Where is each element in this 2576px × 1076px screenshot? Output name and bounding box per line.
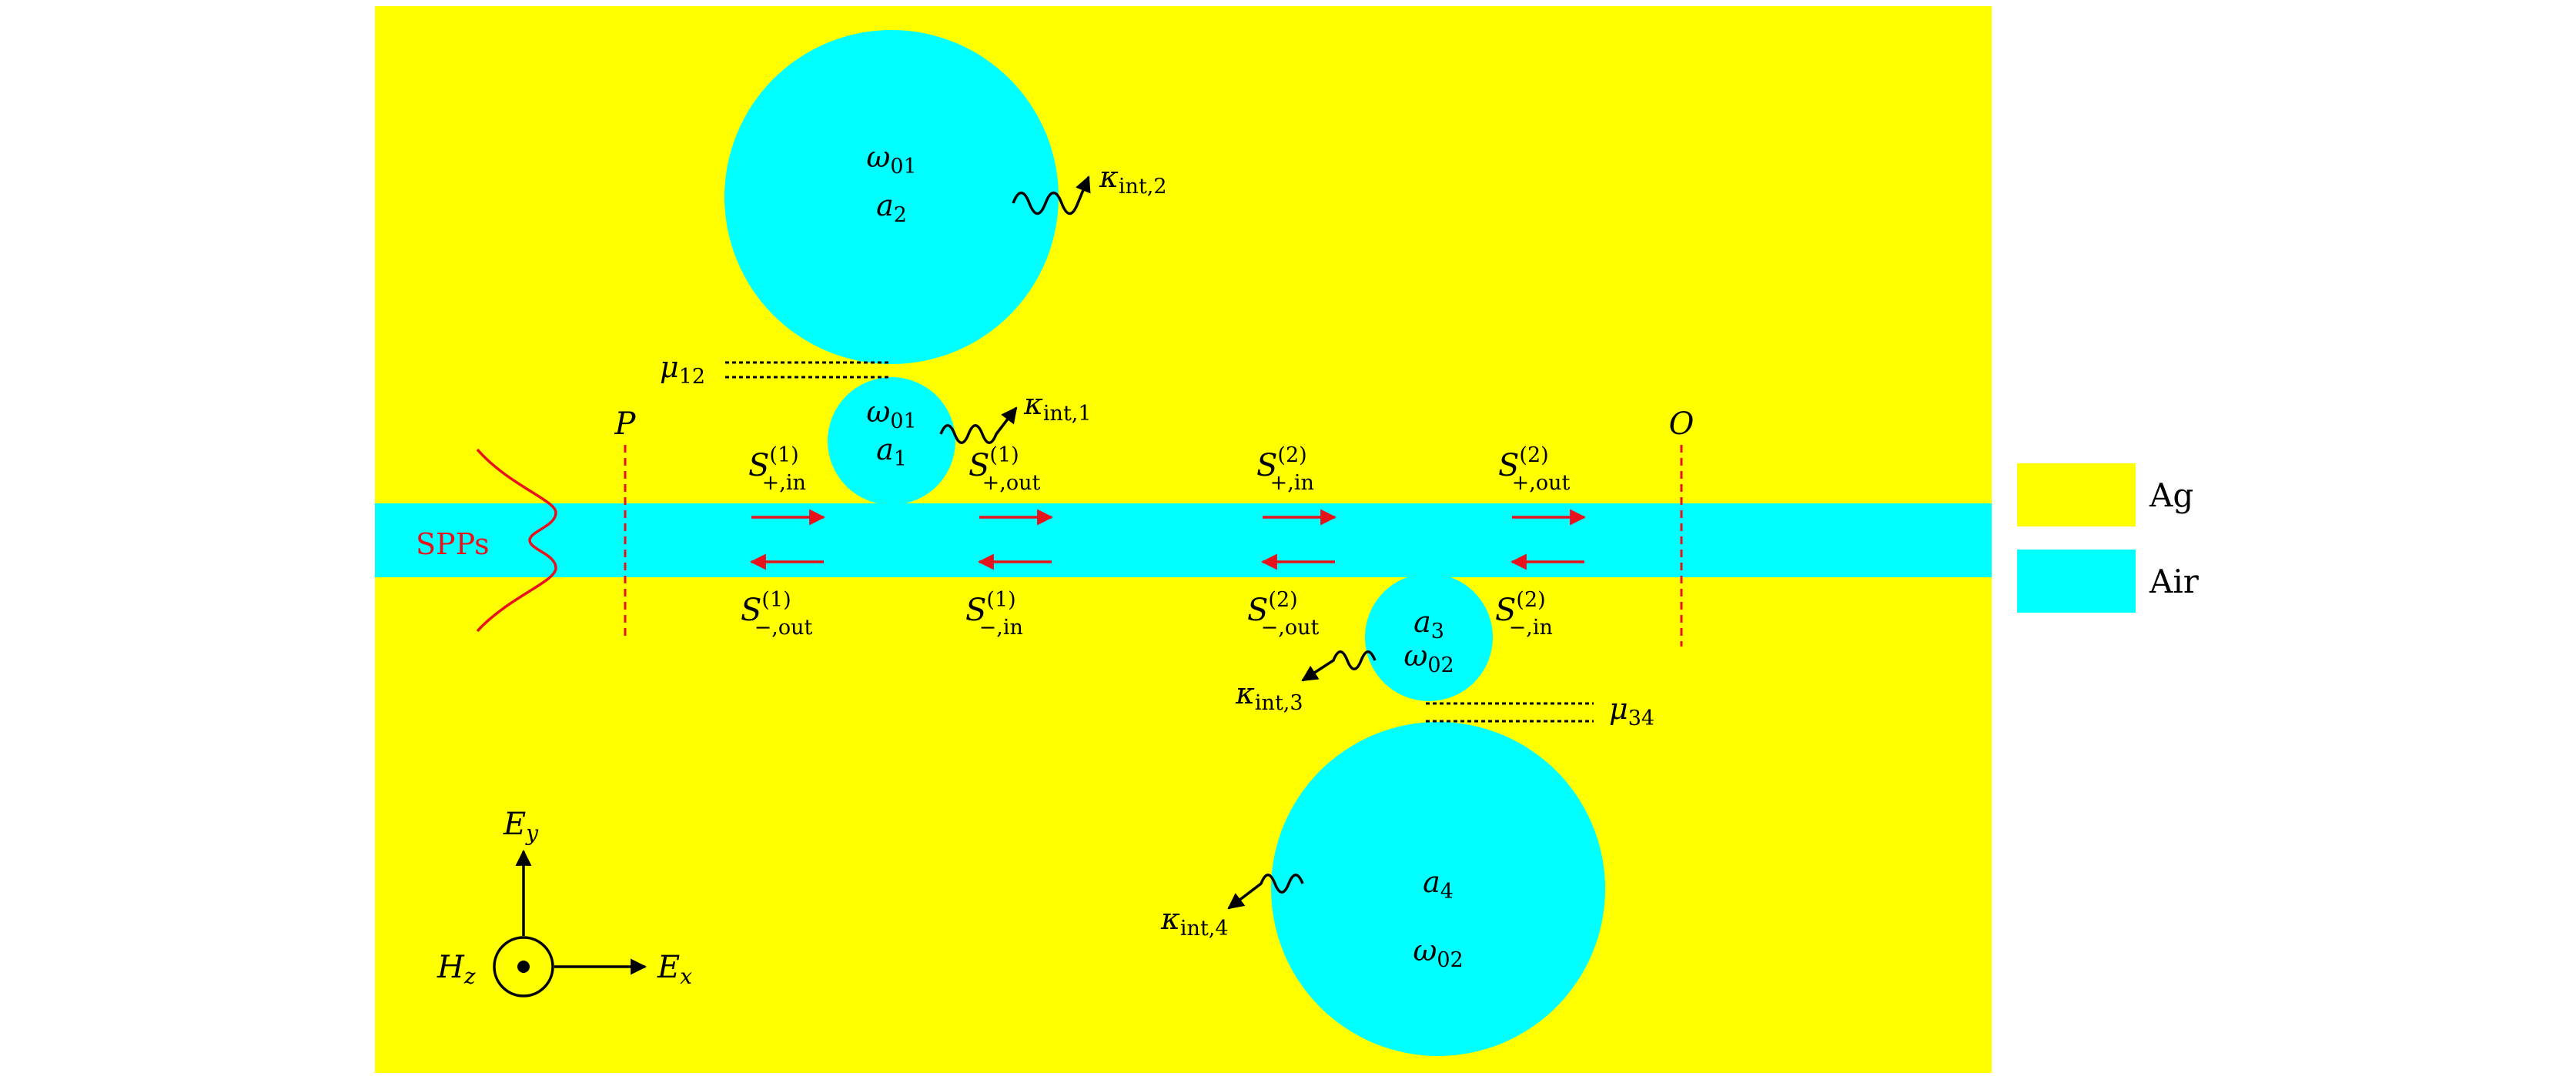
- port-label-minus-out-2: S(2)−,out: [1247, 588, 1320, 640]
- cavity-a3-label: a3: [1413, 605, 1444, 643]
- loss-k1-label: κint,1: [1023, 387, 1092, 426]
- loss-k2-label: κint,2: [1099, 160, 1167, 199]
- loss-k4-wavy-arrow: [1227, 874, 1304, 910]
- coupling-mu12-lines: [725, 361, 892, 379]
- spp-source-pulse: [476, 448, 557, 633]
- port-label-plus-out-2: S(2)+,out: [1498, 443, 1571, 495]
- cavity-a2: [724, 30, 1059, 364]
- reference-plane-p-label: P: [614, 406, 637, 442]
- coupling-mu34-lines: [1426, 702, 1594, 723]
- cavity-a4-omega: ω02: [1413, 934, 1463, 972]
- port-label-minus-out-1: S(1)−,out: [741, 588, 813, 640]
- cavity-a1-omega: ω01: [866, 395, 916, 433]
- cavity-a4-label: a4: [1423, 865, 1454, 904]
- hz-label: Hz: [437, 950, 476, 989]
- cavity-a1-label: a1: [876, 433, 907, 471]
- coupling-mu12-label: μ12: [660, 350, 705, 389]
- legend-swatch-ag: [2017, 463, 2136, 526]
- ex-label: Ex: [657, 950, 692, 989]
- hz-dot: [517, 961, 530, 973]
- port-label-minus-in-2: S(2)−,in: [1495, 588, 1553, 640]
- coupling-mu34-label: μ34: [1609, 692, 1654, 730]
- loss-k3-label: κint,3: [1235, 677, 1303, 715]
- reference-plane-o-label: O: [1669, 406, 1694, 442]
- ey-label: Ey: [503, 807, 539, 846]
- cavity-a4: [1271, 722, 1605, 1056]
- loss-k3-wavy-arrow: [1301, 650, 1377, 682]
- cavity-a2-label: a2: [876, 189, 907, 227]
- port-label-plus-in-1: S(1)+,in: [748, 443, 806, 495]
- legend-label-air: Air: [2149, 563, 2200, 600]
- legend: Ag Air: [2017, 463, 2200, 613]
- legend-label-ag: Ag: [2149, 476, 2193, 514]
- legend-swatch-air: [2017, 550, 2136, 613]
- hz-out-of-plane-symbol: [493, 936, 554, 997]
- cavity-a3: [1365, 573, 1493, 701]
- loss-k4-label: κint,4: [1160, 902, 1229, 941]
- loss-k2-wavy-arrow: [1012, 175, 1091, 216]
- port-label-plus-out-1: S(1)+,out: [969, 443, 1041, 495]
- loss-k1-wavy-arrow: [939, 406, 1018, 444]
- bus-waveguide: [375, 503, 1992, 577]
- cavity-a3-omega: ω02: [1403, 639, 1454, 677]
- port-label-plus-in-2: S(2)+,in: [1256, 443, 1314, 495]
- cavity-a1: [828, 377, 955, 505]
- spp-source-label: SPPs: [416, 527, 490, 561]
- cavity-a2-omega: ω01: [866, 140, 916, 179]
- port-label-minus-in-1: S(1)−,in: [965, 588, 1023, 640]
